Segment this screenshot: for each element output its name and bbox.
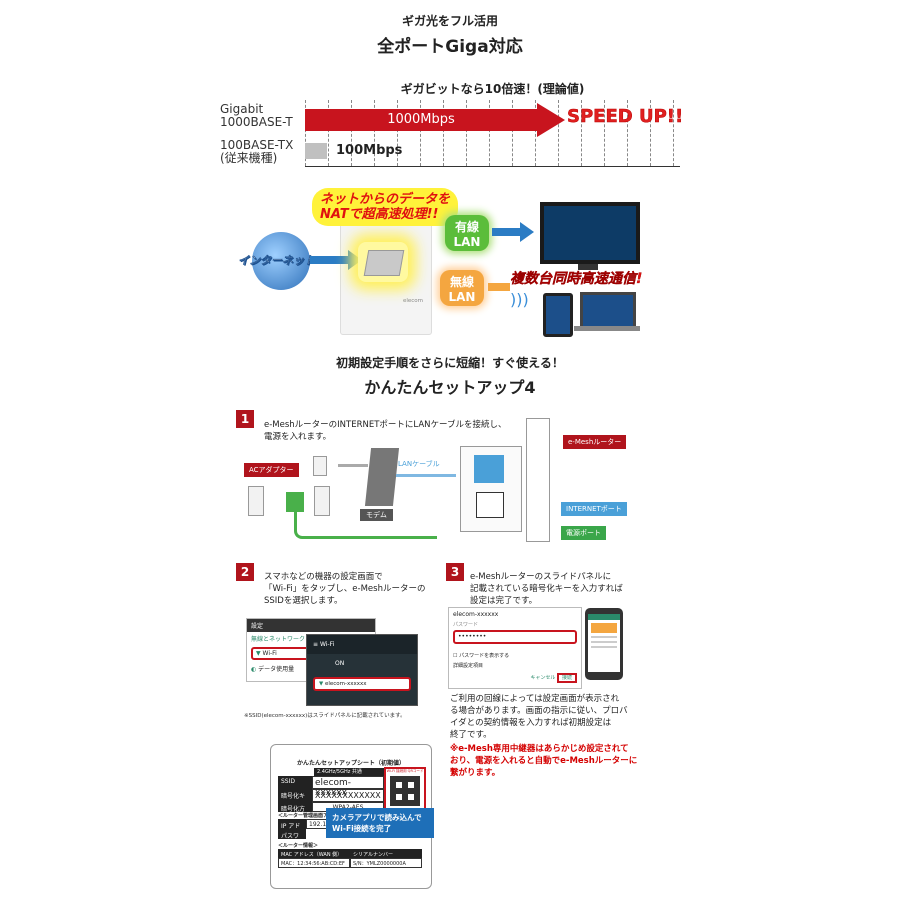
step2-number: 2	[236, 563, 254, 581]
wireless-lan-bubble: 無線 LAN	[440, 270, 484, 306]
key-label: 暗号化キー	[278, 789, 312, 809]
monitor-stand	[578, 264, 598, 270]
internet-port-zoom	[474, 455, 504, 483]
method-label: 暗号化方式	[278, 802, 312, 822]
nat-callout: ネットからのデータを NATで超高速処理!!	[312, 188, 459, 226]
internet-port-tag: INTERNETポート	[561, 502, 627, 516]
speed-caption: ギガビットなら10倍速！(理論値)	[400, 82, 585, 96]
laptop-icon	[580, 292, 636, 330]
password-input[interactable]: ••••••••	[453, 630, 577, 644]
modem-icon	[364, 448, 400, 506]
ac-cable	[294, 512, 437, 539]
wifi-list-screen: ≡ Wi-Fi ON ▼ elecom-xxxxxx	[306, 634, 418, 706]
arrow-wired-head	[520, 222, 534, 242]
camera-callout: カメラアプリで読み込んで Wi-Fi接続を完了	[326, 808, 434, 838]
arrow-in	[310, 256, 348, 264]
setup-title: かんたんセットアップ4	[364, 378, 536, 397]
phone-mock	[585, 608, 623, 680]
step2-text: スマホなどの機器の設定画面で 「Wi-Fi」をタップし、e-Meshルーターの …	[264, 572, 426, 606]
step3-body: ご利用の回線によっては設定画面が表示され る場合があります。画面の指示に従い、プ…	[450, 694, 628, 740]
legacy-label: 100BASE-TX (従来機種)	[220, 138, 294, 165]
outlet-icon	[313, 456, 327, 476]
globe-icon	[252, 232, 310, 290]
outlet-icon-3	[314, 486, 330, 516]
router-info-section: ＜ルーター情報＞	[278, 843, 319, 849]
ssid-label: SSID	[278, 776, 312, 789]
power-port-zoom	[476, 492, 504, 518]
modem-tag: モデム	[360, 509, 393, 521]
band-label: 2.4GHz/5GHz 共通	[314, 768, 384, 776]
step2-note: ※SSID(elecom-xxxxxx)はスライドパネルに記載されています。	[244, 713, 406, 719]
step1-number: 1	[236, 410, 254, 428]
chip-icon	[363, 250, 405, 276]
setup-subtitle: 初期設定手順をさらに短縮！すぐ使える！	[336, 356, 564, 370]
mac-value: MAC：12:34:56:AB:CD:EF	[278, 858, 350, 868]
password-dialog: elecom-xxxxxx パスワード •••••••• ☐ パスワードを表示す…	[448, 607, 582, 689]
internet-label: インターネット	[238, 254, 315, 267]
router-side-view	[526, 418, 550, 542]
router-tag: e-Meshルーター	[563, 435, 627, 449]
monitor-icon	[540, 202, 640, 264]
outlet-icon-2	[248, 486, 264, 516]
gigabit-bar	[305, 109, 537, 131]
header-title: 全ポートGiga対応	[377, 37, 523, 57]
step3-note: ※e-Mesh専用中継器はあらかじめ設定されて おり、電源を入れると自動でe-M…	[450, 744, 638, 778]
admin-pass-label: パスワード	[278, 829, 306, 849]
gigabit-label: Gigabit 1000BASE-T	[220, 102, 293, 129]
mac-label: MAC アドレス（WAN 側）	[278, 849, 350, 858]
gigabit-arrow	[537, 103, 565, 137]
speed-axis	[305, 166, 680, 167]
wifi-waves-icon: )))	[510, 290, 529, 309]
speed-grid	[305, 100, 680, 166]
key-value: XXXXXXXXXXXX	[312, 789, 384, 802]
serial-value: S/N：YMLZ0000000A	[350, 858, 422, 868]
wired-lan-bubble: 有線 LAN	[445, 215, 489, 251]
lan-cable	[396, 474, 456, 477]
ssid-value: elecom-xxxxxx	[312, 776, 384, 798]
smartphone-icon	[543, 293, 573, 337]
power-port-tag: 電源ポート	[561, 526, 606, 540]
qr-code-icon	[390, 776, 420, 806]
connect-button[interactable]: 接続	[556, 673, 577, 683]
cancel-button[interactable]: キャンセル	[530, 675, 556, 681]
serial-label: シリアルナンバー	[350, 849, 422, 858]
step3-text: e-Meshルーターのスライドパネルに 記載されている暗号化キーを入力すれば 設…	[470, 572, 623, 606]
lan-cable-label: LANケーブル	[398, 460, 440, 468]
laptop-base	[574, 326, 640, 331]
ac-adapter-tag: ACアダプター	[244, 463, 299, 477]
wifi-settings-item[interactable]: ▼ Wi-Fi	[251, 647, 311, 660]
gigabit-value: 1000Mbps	[387, 112, 455, 127]
ip-label: IP アドレス	[278, 819, 306, 839]
ac-adapter-icon	[286, 492, 304, 512]
legacy-value: 100Mbps	[336, 143, 403, 158]
legacy-bar	[305, 143, 327, 159]
router-access-section: ＜ルーター管理画面アクセス＞	[278, 813, 348, 819]
arrow-wired	[492, 228, 520, 236]
modem-cable	[338, 464, 368, 467]
step1-text: e-MeshルーターのINTERNETポートにLANケーブルを接続し、 電源を入…	[264, 420, 507, 442]
step3-number: 3	[446, 563, 464, 581]
header-subtitle: ギガ光をフル活用	[401, 14, 498, 28]
speed-up-text: SPEED UP!!	[567, 106, 684, 128]
multi-device-label: 複数台同時高速通信!	[510, 271, 643, 287]
ssid-list-item[interactable]: ▼ elecom-xxxxxx	[313, 677, 411, 691]
arrow-wireless	[488, 283, 510, 291]
